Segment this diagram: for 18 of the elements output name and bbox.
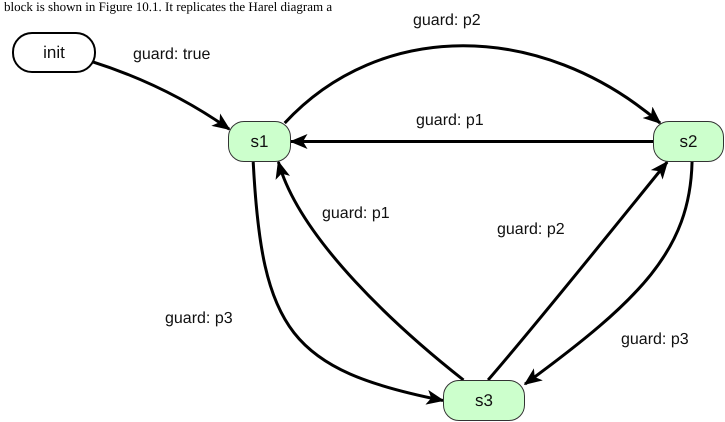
state-node: s3 <box>443 380 525 421</box>
state-node: s2 <box>653 121 724 162</box>
state-node: s1 <box>228 121 291 162</box>
edge-label: guard: p1 <box>320 205 392 223</box>
transition-arrow <box>252 162 444 404</box>
edge-label: guard: p3 <box>163 310 235 328</box>
transition-arrow <box>91 60 230 130</box>
transition-arrow <box>524 162 694 386</box>
transition-arrow <box>284 44 662 124</box>
transition-arrow <box>276 160 464 382</box>
edge-label: guard: true <box>131 46 212 64</box>
edge-label: guard: p2 <box>411 12 483 30</box>
edge-label: guard: p1 <box>414 112 486 130</box>
body-text: block is shown in Figure 10.1. It replicates the Harel diagram a <box>4 0 332 14</box>
edge-label: guard: p3 <box>619 331 691 349</box>
transition-arrow <box>290 134 653 149</box>
start-state: init <box>12 32 96 73</box>
edge-label: guard: p2 <box>495 221 567 239</box>
